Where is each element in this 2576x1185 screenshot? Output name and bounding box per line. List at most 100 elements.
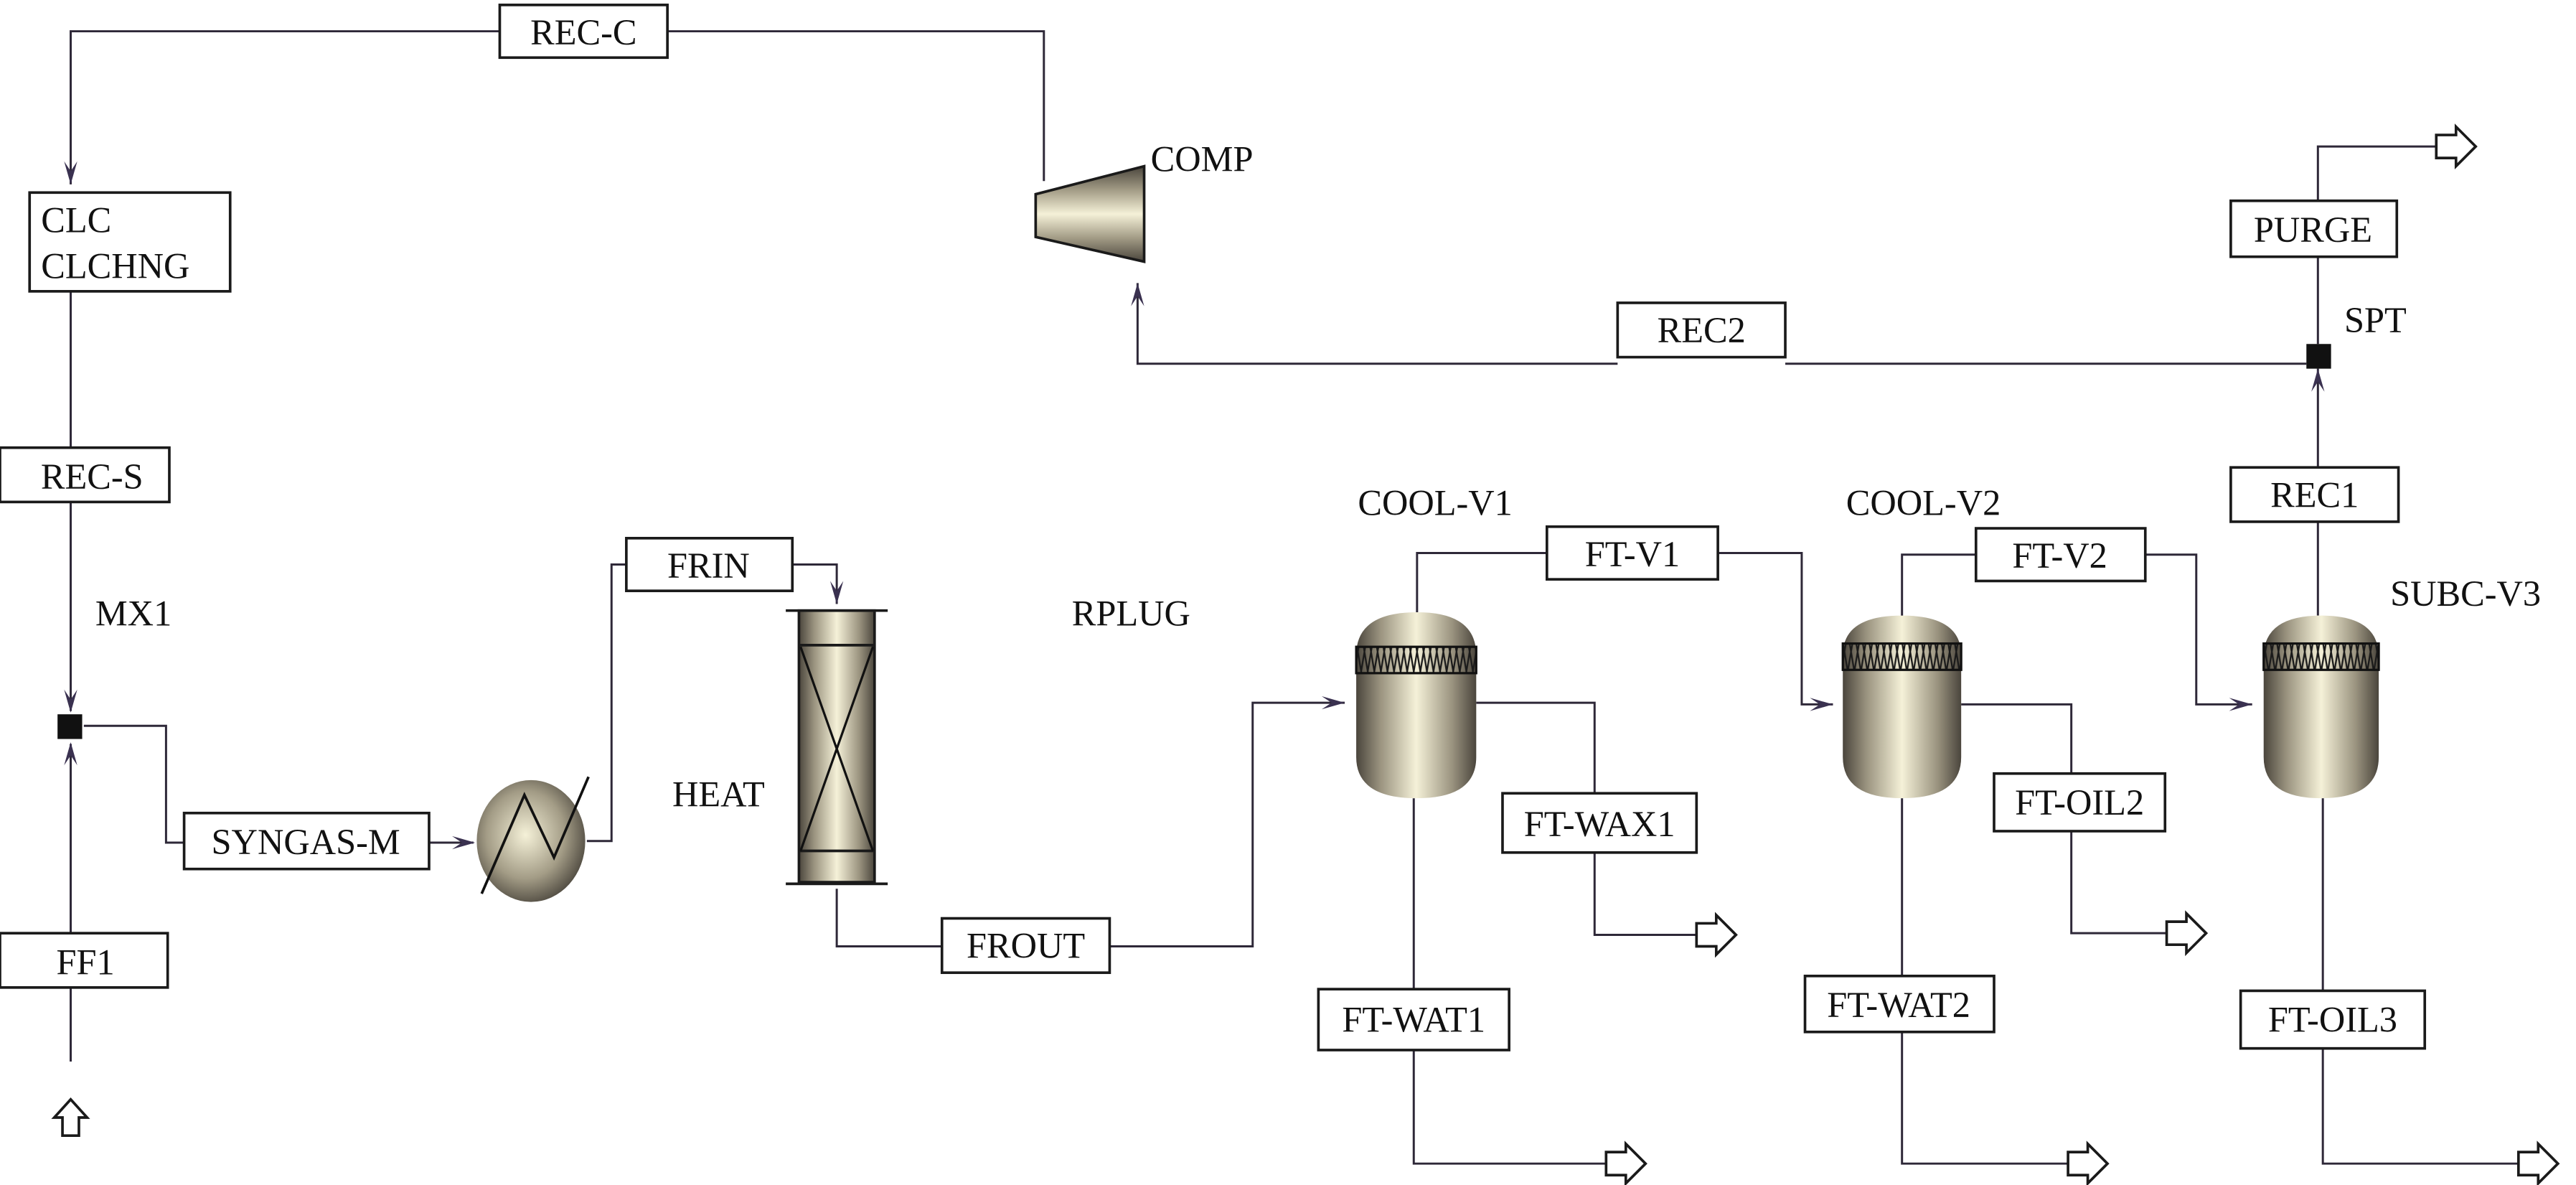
- stream-ft-oil2-line[interactable]: [1961, 703, 2167, 935]
- stream-label-text: FT-V2: [2012, 535, 2107, 576]
- stream-label-frin[interactable]: FRIN: [625, 536, 794, 593]
- stream-ft-wat1-line[interactable]: [1412, 798, 1607, 1165]
- demister-pad: [1841, 642, 1962, 671]
- block-label-cool-v2: COOL-V2: [1846, 483, 2001, 523]
- stream-label-text: CLC: [41, 200, 111, 240]
- stream-label-text: FT-V1: [1585, 534, 1680, 574]
- stream-label-rec-c[interactable]: REC-C: [498, 4, 669, 60]
- product-arrow-right-icon[interactable]: [2165, 910, 2209, 957]
- stream-box: [1993, 772, 2167, 833]
- mixer-mx1[interactable]: [57, 714, 83, 739]
- arrowhead-icon: [64, 742, 77, 766]
- stream-label-ft-oil2[interactable]: FT-OIL2: [1993, 772, 2167, 833]
- stream-ft-wax1-line[interactable]: [1476, 701, 1697, 936]
- stream-label-text: FT-OIL2: [2015, 782, 2144, 823]
- stream-label-ft-v1[interactable]: FT-V1: [1546, 525, 1719, 581]
- arrowhead-icon: [2229, 698, 2252, 711]
- demister-pad: [2262, 642, 2380, 671]
- stream-box: [1803, 974, 1996, 1034]
- flash-drum-cool-v1[interactable]: [1355, 612, 1477, 799]
- stream-label-text: REC2: [1658, 310, 1746, 350]
- block-label-cool-v1: COOL-V1: [1358, 483, 1513, 523]
- splitter-spt[interactable]: [2306, 344, 2331, 369]
- stream-label-text: REC-S: [41, 456, 144, 497]
- stream-label-text: FT-WAX1: [1524, 804, 1675, 844]
- arrowhead-icon: [452, 835, 476, 850]
- product-arrow-right-icon[interactable]: [1604, 1140, 1647, 1185]
- stream-box: [1546, 525, 1719, 581]
- block-label-heat: HEAT: [672, 774, 765, 815]
- stream-rec-c-line[interactable]: [70, 30, 1045, 184]
- stream-label-text: FROUT: [967, 926, 1085, 966]
- stream-label-text: PURGE: [2254, 210, 2372, 250]
- stream-label-text: FT-WAT1: [1342, 1000, 1485, 1040]
- stream-box: [940, 917, 1111, 975]
- block-label-rplug: RPLUG: [1072, 593, 1190, 633]
- stream-label-ft-wat1[interactable]: FT-WAT1: [1317, 988, 1510, 1051]
- stream-box: [2239, 989, 2427, 1050]
- stream-label-text: REC-C: [530, 12, 636, 52]
- product-arrow-right-icon[interactable]: [1695, 912, 1738, 958]
- flash-drum-cool-v2[interactable]: [1841, 615, 1962, 799]
- stream-label-ft-wat2[interactable]: FT-WAT2: [1803, 974, 1996, 1034]
- product-arrow-right-icon[interactable]: [2067, 1140, 2110, 1185]
- arrowhead-icon: [64, 161, 77, 184]
- stream-label-text: FT-WAT2: [1827, 985, 1970, 1025]
- arrowhead-icon: [1810, 698, 1833, 711]
- stream-label-text: SYNGAS-M: [212, 822, 400, 862]
- stream-box: [0, 932, 169, 989]
- flash-drum-subc-v3[interactable]: [2262, 615, 2380, 799]
- arrowhead-icon: [64, 689, 77, 713]
- stream-rec2-line[interactable]: [1136, 283, 2307, 365]
- reactor-rplug[interactable]: [786, 609, 888, 886]
- stream-box: [0, 446, 171, 504]
- stream-label-rec2[interactable]: REC2: [1616, 301, 1787, 359]
- stream-box: [2229, 466, 2400, 523]
- stream-label-syngas-m[interactable]: SYNGAS-M: [182, 811, 431, 871]
- stream-box: [182, 811, 431, 871]
- stream-box: [625, 536, 794, 593]
- stream-lines: [70, 30, 2519, 1165]
- arrowhead-icon: [829, 581, 844, 604]
- stream-ft-oil3-line[interactable]: [2321, 798, 2519, 1165]
- stream-ft-v1-line[interactable]: [1416, 551, 1833, 706]
- stream-label-ft-oil3[interactable]: FT-OIL3: [2239, 989, 2427, 1050]
- heat-exchanger-icon: [476, 779, 586, 902]
- stream-ft-wat2-line[interactable]: [1901, 798, 2069, 1165]
- compressor-icon: [1034, 164, 1146, 263]
- stream-label-text: REC1: [2270, 474, 2359, 515]
- stream-label-text: FF1: [57, 942, 115, 982]
- demister-pad: [1355, 645, 1477, 675]
- stream-box: [1317, 988, 1510, 1051]
- stream-label-ft-v2[interactable]: FT-V2: [1974, 527, 2147, 583]
- block-label-subc-v3: SUBC-V3: [2390, 573, 2541, 614]
- stream-label-rec-s[interactable]: REC-S: [0, 446, 171, 504]
- flow-arrowheads: [64, 161, 2325, 850]
- stream-label-frout[interactable]: FROUT: [940, 917, 1111, 975]
- stream-purge-line[interactable]: [2316, 145, 2437, 345]
- stream-frout-line[interactable]: [835, 701, 1345, 947]
- stream-label-ff1[interactable]: FF1: [0, 932, 169, 989]
- arrowhead-icon: [2311, 368, 2325, 392]
- arrowhead-icon: [1131, 283, 1144, 306]
- block-label-mx1: MX1: [95, 593, 171, 633]
- stream-label-text: FT-OIL3: [2268, 1000, 2397, 1040]
- compressor-comp[interactable]: [1034, 164, 1146, 263]
- block-label-spt: SPT: [2344, 300, 2407, 340]
- stream-label-rec1[interactable]: REC1: [2229, 466, 2400, 523]
- arrowhead-icon: [1321, 695, 1345, 710]
- product-arrow-right-icon[interactable]: [2435, 123, 2478, 170]
- feed-arrow-up-icon[interactable]: [51, 1097, 90, 1138]
- product-arrow-right-icon[interactable]: [2516, 1140, 2560, 1185]
- heater-heat[interactable]: [476, 776, 590, 902]
- stream-box: [28, 191, 232, 293]
- stream-box: [2229, 199, 2399, 258]
- stream-label-text: FRIN: [667, 545, 750, 586]
- stream-label-purge[interactable]: PURGE: [2229, 199, 2399, 258]
- stream-box: [1974, 527, 2147, 583]
- stream-ft-v2-line[interactable]: [1901, 553, 2252, 706]
- heater-coil: [480, 776, 590, 894]
- stream-label-ft-wax1[interactable]: FT-WAX1: [1501, 792, 1698, 854]
- stream-label-clc[interactable]: CLC CLCHNG: [28, 191, 232, 293]
